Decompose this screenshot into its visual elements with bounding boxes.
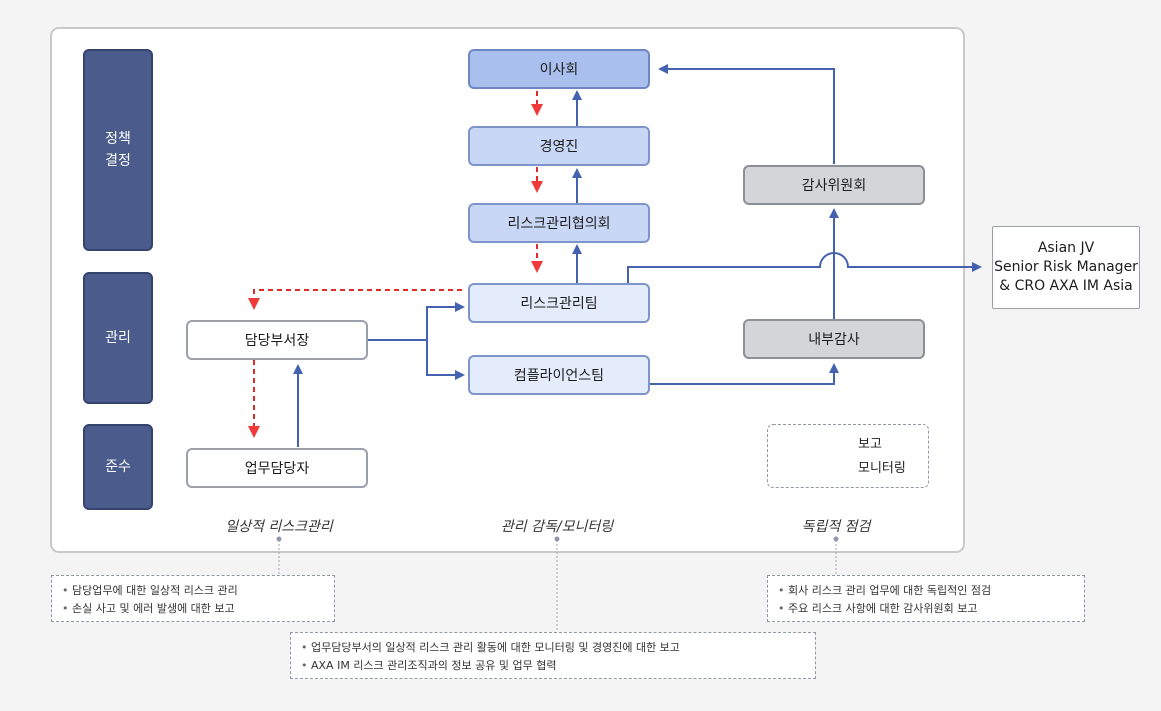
node-risk-team: 리스크관리팀 [468,283,650,323]
note-independent: 회사 리스크 관리 업무에 대한 독립적인 점검 주요 리스크 사항에 대한 감… [767,575,1085,622]
external-line-3: & CRO AXA IM Asia [999,278,1133,294]
report-arrow-to-compliance [426,340,465,380]
note-oversight: 업무담당부서의 일상적 리스크 관리 활동에 대한 모니터링 및 경영진에 대한… [290,632,816,679]
note-independent-item: 주요 리스크 사항에 대한 감사위원회 보고 [778,600,1074,618]
level-management: 관리 [83,272,153,404]
note-oversight-item: AXA IM 리스크 관리조직과의 정보 공유 및 업무 협력 [301,657,805,675]
report-arrow-to-external [627,252,982,283]
level-compliance: 준수 [83,424,153,510]
caption-daily: 일상적 리스크관리 [225,519,333,535]
note-oversight-item: 업무담당부서의 일상적 리스크 관리 활동에 대한 모니터링 및 경영진에 대한… [301,639,805,657]
note-daily: 담당업무에 대한 일상적 리스크 관리 손실 사고 및 에러 발생에 대한 보고 [51,575,335,622]
note-daily-item: 손실 사고 및 에러 발생에 대한 보고 [62,600,324,618]
node-internal-audit: 내부감사 [743,319,925,359]
node-audit-committee: 감사위원회 [743,165,925,205]
caption-oversight: 관리 감독/모니터링 [500,519,614,535]
node-board: 이사회 [468,49,650,89]
note-independent-item: 회사 리스크 관리 업무에 대한 독립적인 점검 [778,582,1074,600]
report-arrow-compliance-to-audit [650,363,839,385]
leader-dot-independent [833,536,839,542]
legend-monitor-label: 모니터링 [858,461,906,476]
node-staff: 업무담당자 [186,448,368,488]
external-line-1: Asian JV [1037,240,1095,256]
report-arrow-to-risk-team [426,302,465,340]
node-dept-head: 담당부서장 [186,320,368,360]
level-policy: 정책 결정 [83,49,153,251]
external-line-2: Senior Risk Manager [994,259,1138,275]
legend: 보고 모니터링 [767,424,929,488]
caption-independent: 독립적 점검 [801,519,871,535]
leader-dot-oversight [554,536,560,542]
node-risk-council: 리스크관리협의회 [468,203,650,243]
note-daily-item: 담당업무에 대한 일상적 리스크 관리 [62,582,324,600]
report-arrow-committee-to-board [658,64,835,164]
node-management: 경영진 [468,126,650,166]
legend-report-label: 보고 [858,437,882,452]
monitor-arrow-team-to-head [248,289,462,310]
leader-dot-daily [276,536,282,542]
node-external-cro: Asian JV Senior Risk Manager & CRO AXA I… [992,226,1140,309]
node-compliance-team: 컴플라이언스팀 [468,355,650,395]
